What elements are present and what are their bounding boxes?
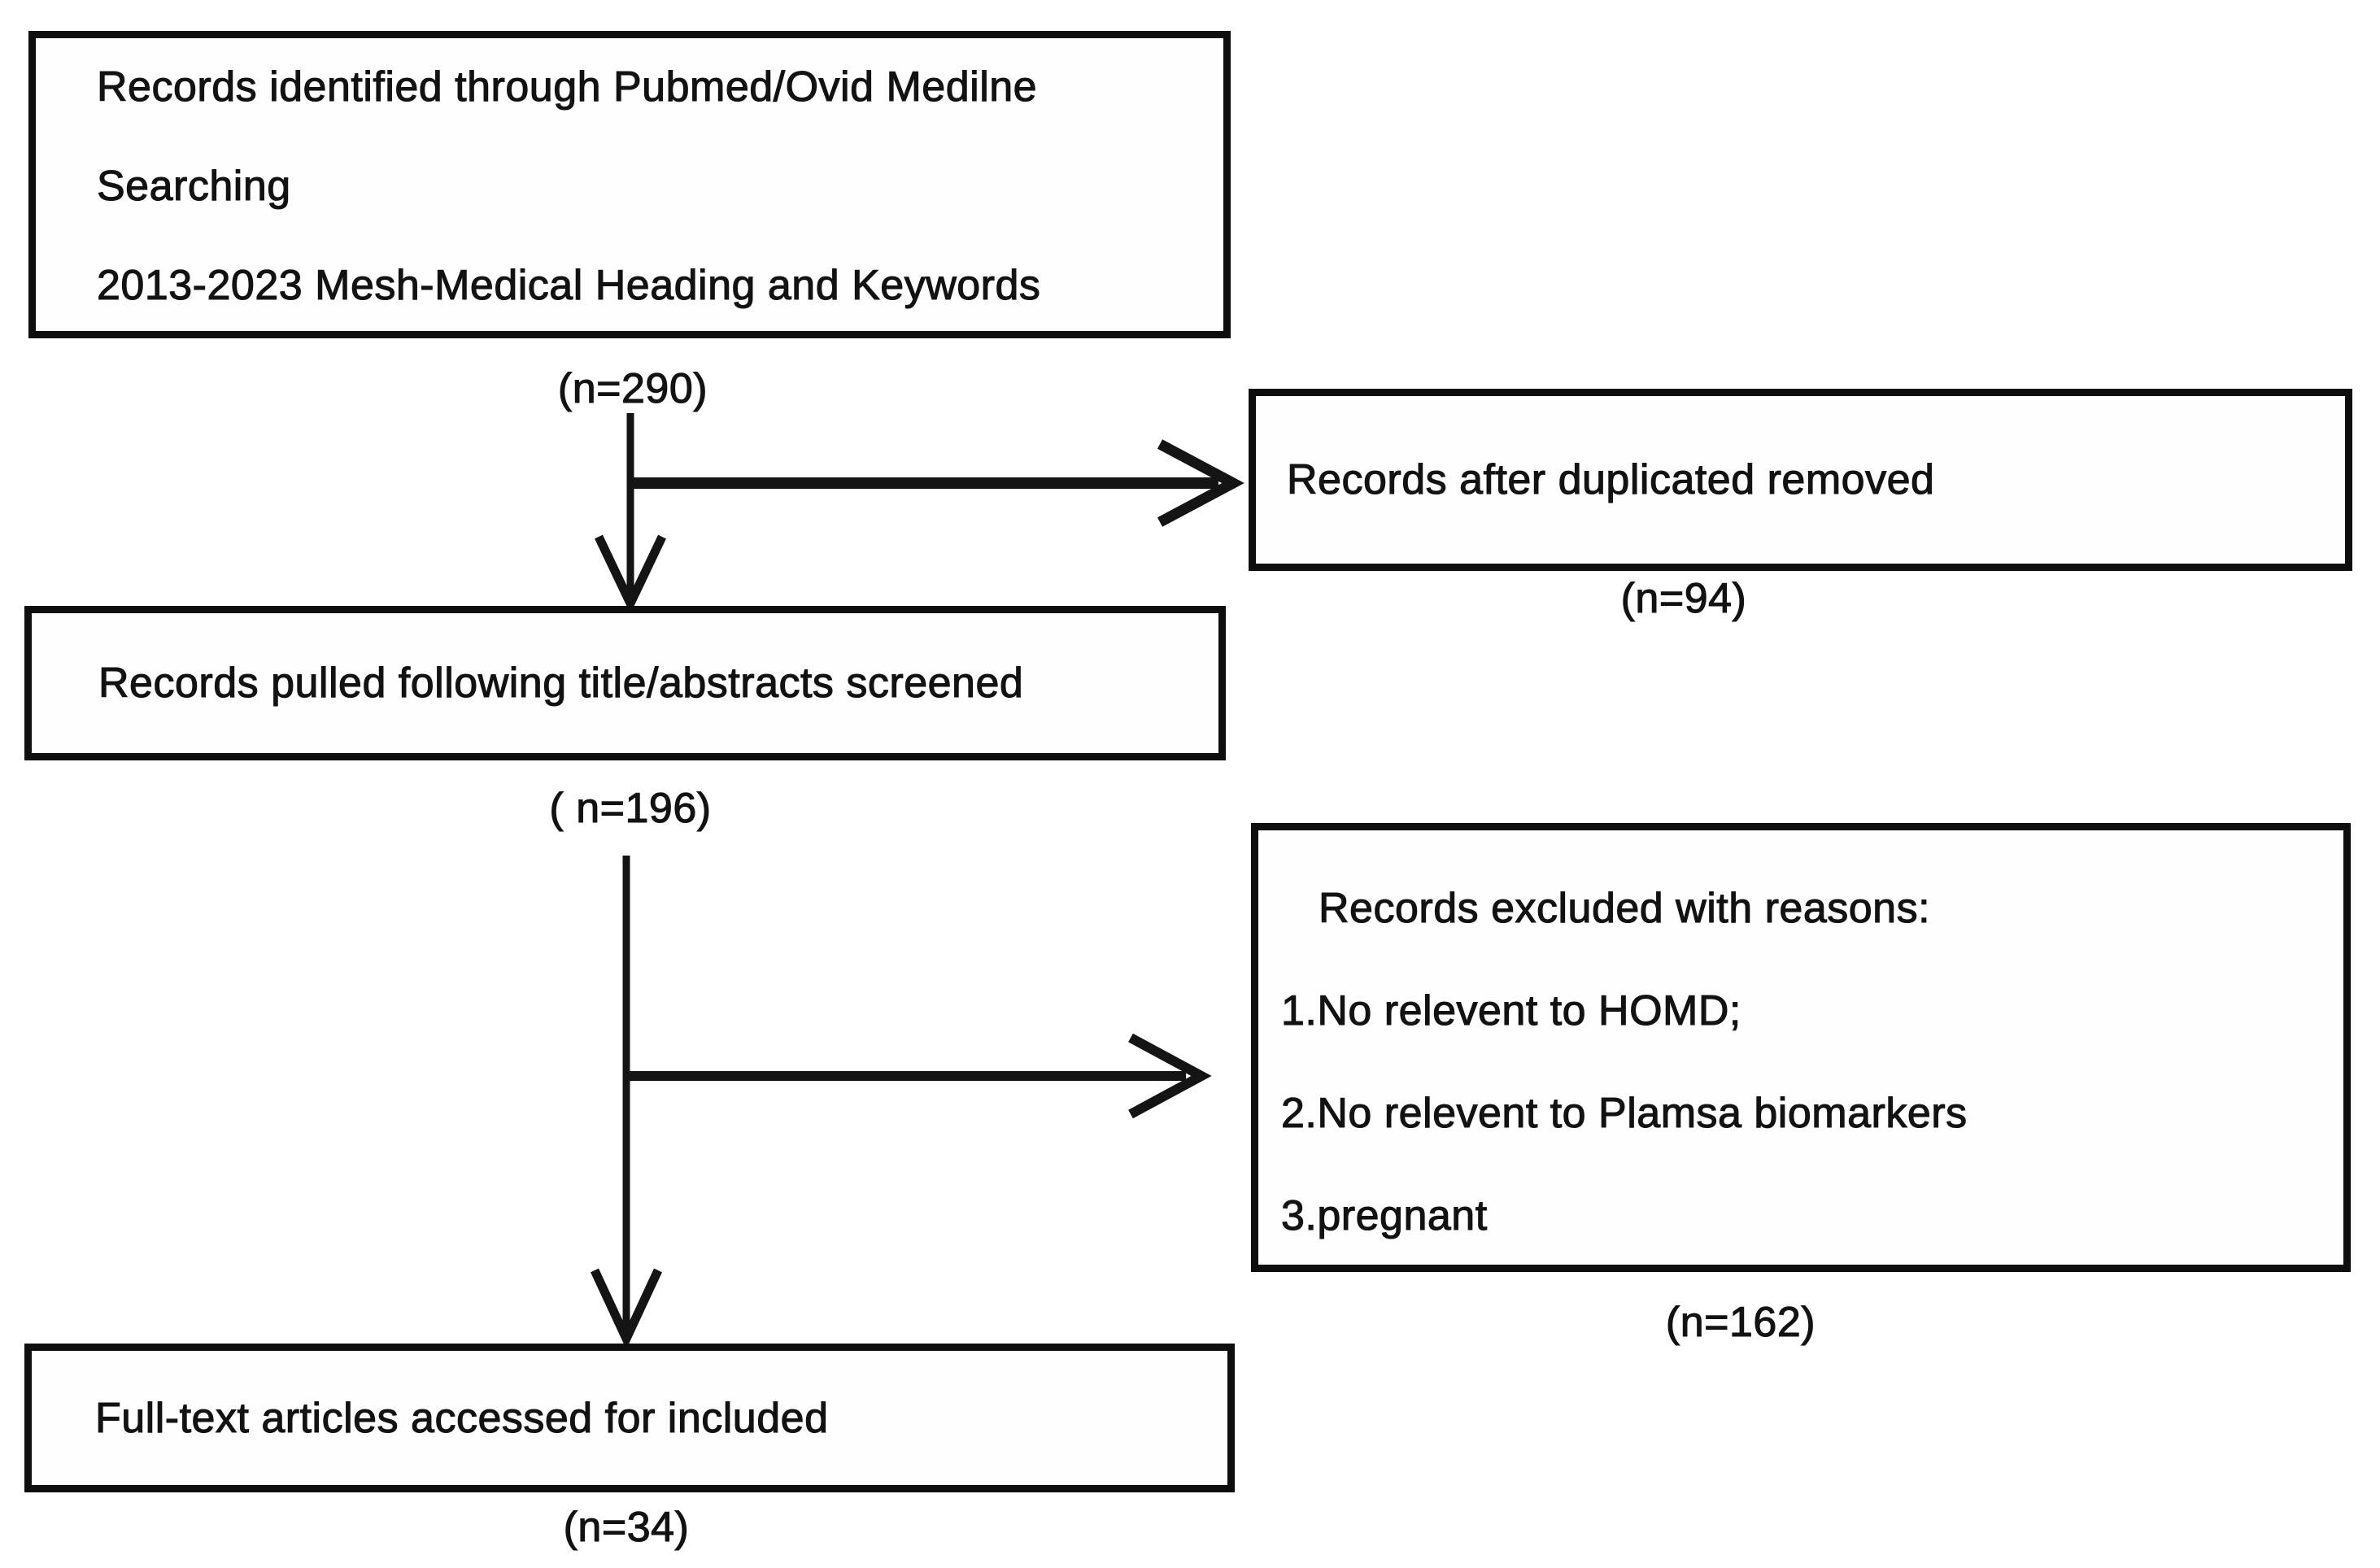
- excluded-box: Records excluded with reasons: 1.No rele…: [1251, 823, 2351, 1272]
- right-arrow-to-duplicates-removed: [634, 439, 1244, 527]
- identification-line-1: Records identified through Pubmed/Ovid M…: [96, 63, 1038, 111]
- excluded-heading-line: Records excluded with reasons:: [1318, 884, 1931, 932]
- excluded-reason-2: 2.No relevent to Plamsa biomarkers: [1280, 1089, 1968, 1137]
- down-arrow-screened-to-included: [591, 856, 662, 1350]
- duplicates-removed-line-1: Records after duplicated removed: [1286, 455, 1935, 503]
- excluded-count-label: (n=162): [1665, 1298, 1816, 1346]
- identification-count-label: (n=290): [557, 364, 708, 412]
- screened-count-label: ( n=196): [549, 784, 712, 832]
- screened-line-1: Records pulled following title/abstracts…: [98, 659, 1024, 707]
- duplicates-removed-count-label: (n=94): [1620, 574, 1747, 622]
- included-box: Full-text articles accessed for included: [24, 1344, 1235, 1492]
- duplicates-removed-box: Records after duplicated removed: [1249, 389, 2352, 571]
- included-count-label: (n=34): [563, 1503, 690, 1551]
- down-arrow-1-head-icon: [595, 534, 666, 614]
- down-arrow-2-head-icon: [591, 1268, 662, 1350]
- excluded-reason-3: 3.pregnant: [1280, 1191, 1488, 1239]
- right-arrow-1-head-icon: [1157, 439, 1244, 527]
- right-arrow-to-excluded: [630, 1033, 1212, 1119]
- excluded-reason-1: 1.No relevent to HOMD;: [1280, 987, 1741, 1034]
- identification-line-3: 2013-2023 Mesh-Medical Heading and Keywo…: [96, 261, 1041, 309]
- down-arrow-identification-to-screened: [595, 413, 666, 614]
- identification-box: Records identified through Pubmed/Ovid M…: [28, 31, 1231, 338]
- identification-line-2: Searching: [96, 162, 291, 210]
- screened-box: Records pulled following title/abstracts…: [24, 606, 1226, 760]
- included-line-1: Full-text articles accessed for included: [94, 1394, 829, 1442]
- right-arrow-2-head-icon: [1128, 1033, 1212, 1119]
